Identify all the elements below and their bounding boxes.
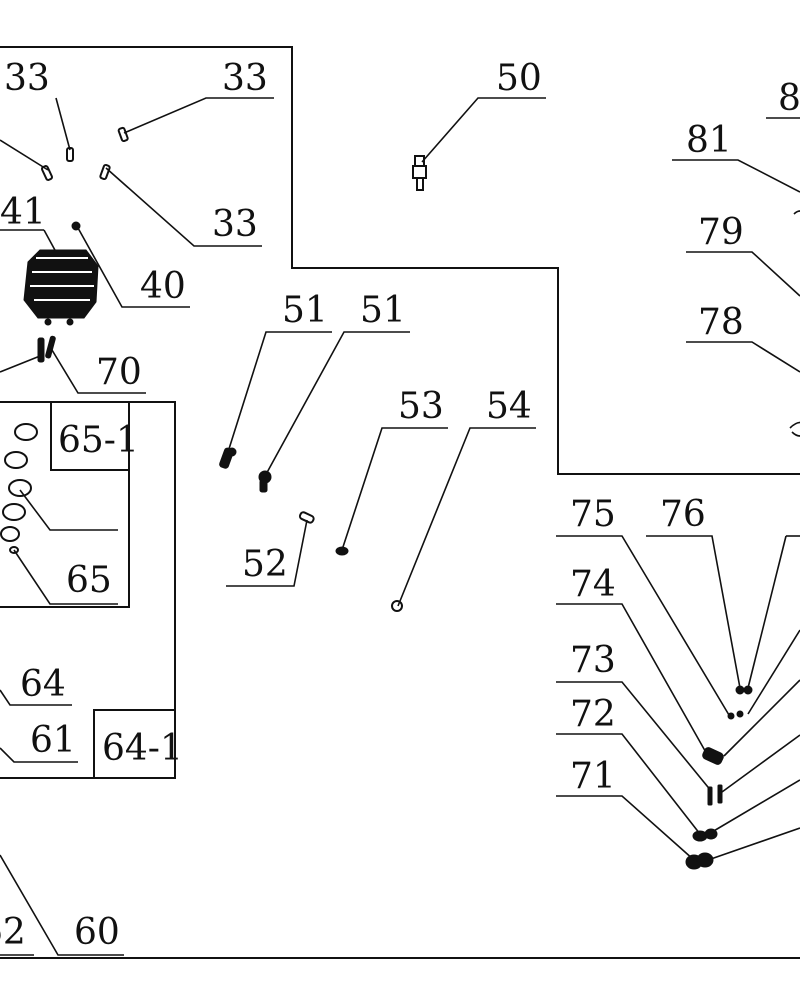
parts-78-81 (789, 210, 800, 437)
callout-51-b: 51 (360, 290, 406, 331)
frame-lines (0, 46, 800, 959)
callout-71: 71 (570, 756, 616, 797)
callout-65-1: 65-1 (58, 420, 139, 461)
callout-74: 74 (570, 564, 616, 605)
part-52 (298, 511, 315, 524)
callout-82: 82 (778, 78, 800, 119)
callout-60: 60 (74, 912, 120, 953)
callout-33-c: 33 (212, 204, 258, 245)
callout-76: 76 (660, 494, 706, 535)
callout-labels: 33 33 33 50 82 81 79 78 41 40 70 51 51 5… (0, 58, 800, 953)
callout-50: 50 (496, 58, 542, 99)
part-70 (37, 335, 56, 363)
leader-lines (0, 97, 800, 956)
callout-53: 53 (398, 386, 444, 427)
callout-62: 62 (0, 912, 26, 953)
callout-73: 73 (570, 640, 616, 681)
callout-64-1: 64-1 (102, 728, 183, 769)
callout-64: 64 (20, 664, 66, 705)
callout-75: 75 (570, 494, 616, 535)
callout-41: 41 (0, 192, 46, 233)
callout-54: 54 (486, 386, 532, 427)
callout-61: 61 (30, 720, 76, 761)
callout-52: 52 (242, 544, 288, 585)
callout-70: 70 (96, 352, 142, 393)
bolt-33-b (117, 126, 129, 143)
callout-65: 65 (66, 560, 112, 601)
callout-78: 78 (698, 302, 744, 343)
callout-33-b: 33 (222, 58, 268, 99)
cylinder-head-41 (23, 249, 99, 326)
callout-81: 81 (686, 120, 732, 161)
spark-plug-50 (412, 155, 427, 191)
callout-51-a: 51 (282, 290, 328, 331)
part-53 (335, 546, 349, 556)
callout-79: 79 (698, 212, 744, 253)
callout-33-a: 33 (4, 58, 50, 99)
piston-rings-65 (0, 423, 38, 554)
callout-40: 40 (140, 266, 186, 307)
part-54 (391, 600, 403, 612)
bolt-33-d (99, 163, 111, 181)
callout-72: 72 (570, 694, 616, 735)
part-51-a (219, 447, 237, 469)
part-51-b (258, 470, 272, 493)
